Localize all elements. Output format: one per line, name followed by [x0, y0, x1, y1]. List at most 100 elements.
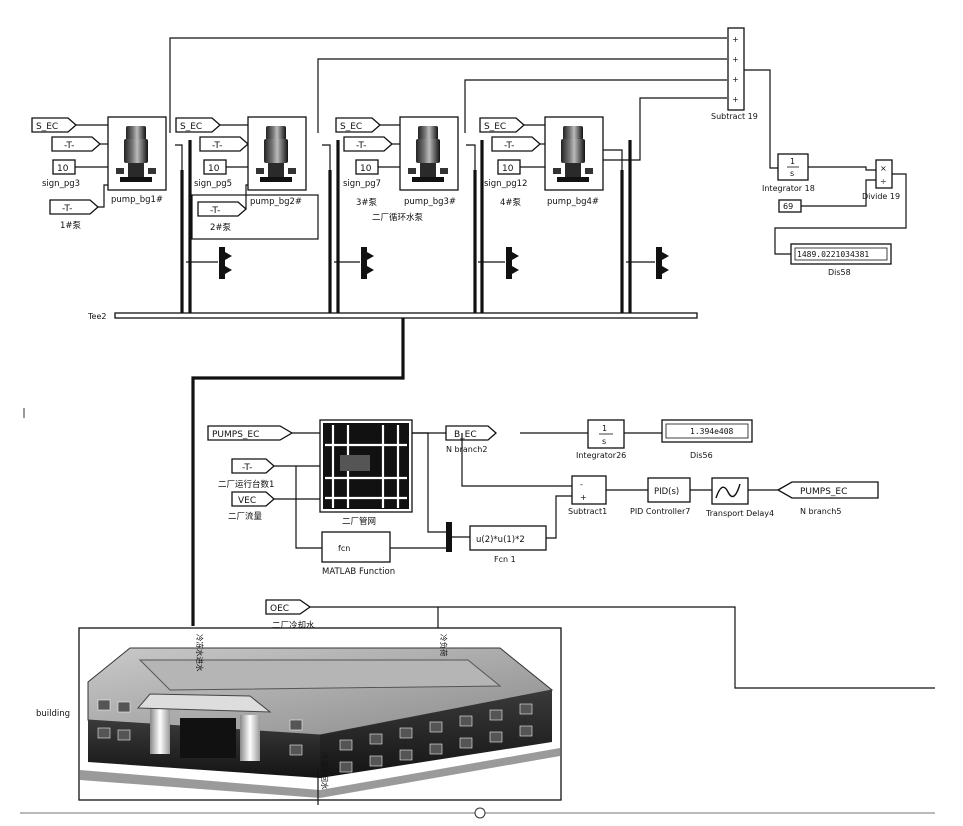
mux-block[interactable] — [446, 522, 452, 552]
svg-text:-: - — [580, 480, 583, 489]
svg-text:PUMPS_EC: PUMPS_EC — [212, 430, 259, 440]
svg-text:PUMPS_EC: PUMPS_EC — [800, 487, 847, 497]
divide19-block[interactable]: × ÷ Divide 19 — [862, 159, 900, 201]
const-69-block[interactable]: 69 — [778, 199, 802, 213]
svg-text:-T-: -T- — [64, 141, 74, 151]
svg-text:S_EC: S_EC — [36, 122, 58, 132]
goto-b-ec[interactable]: B_EC N branch2 — [445, 425, 497, 454]
svg-text:-T-: -T- — [504, 141, 514, 151]
const-10-3[interactable]: 10 sign_pg7 3#泵 — [343, 159, 381, 208]
svg-text:10: 10 — [57, 164, 69, 174]
svg-text:+: + — [732, 95, 739, 104]
pipe-buses — [180, 140, 655, 316]
pump-label-2: 2#泵 — [210, 223, 232, 233]
svg-text:pump_bg1#: pump_bg1# — [111, 195, 163, 205]
pump-block-3[interactable]: pump_bg3# 二厂循环水泵 — [372, 116, 459, 223]
goto-t-2b[interactable]: -T- 2#泵 — [197, 201, 247, 233]
const-10-1[interactable]: 10 sign_pg3 — [42, 159, 80, 189]
building-block[interactable]: building 冷冻水进水 冷负荷 冷冻水回水 — [36, 627, 562, 801]
svg-text:S_EC: S_EC — [340, 122, 362, 132]
pump-block-1[interactable]: pump_bg1# — [107, 116, 167, 205]
svg-text:10: 10 — [502, 164, 514, 174]
display-56[interactable]: 1.394e408 Dis56 — [661, 419, 753, 460]
goto-t-1b[interactable]: -T- 1#泵 — [49, 199, 99, 231]
transport-delay-block[interactable]: Transport Delay4 — [705, 477, 774, 518]
goto-s-ec-4[interactable]: S_EC — [479, 117, 525, 133]
fcn-block[interactable]: u(2)*u(1)*2 Fcn 1 — [469, 525, 547, 564]
svg-text:S_EC: S_EC — [484, 122, 506, 132]
scrollbar-thumb[interactable] — [474, 807, 486, 819]
goto-s-ec-2[interactable]: S_EC — [175, 117, 221, 133]
svg-text:Subtract 19: Subtract 19 — [711, 112, 758, 121]
svg-text:B_EC: B_EC — [454, 430, 477, 440]
sensor-1[interactable] — [219, 247, 232, 279]
pipe-network-subsystem[interactable]: 二厂管网 — [319, 419, 413, 527]
svg-text:s: s — [602, 437, 606, 446]
svg-text:MATLAB Function: MATLAB Function — [322, 567, 395, 577]
goto-s-ec-3[interactable]: S_EC — [335, 117, 381, 133]
goto-vec[interactable]: VEC 二厂流量 — [228, 491, 275, 522]
subtract19-block[interactable]: + + + + Subtract 19 — [711, 27, 758, 121]
svg-text:-T-: -T- — [242, 463, 252, 473]
goto-pumps-ec[interactable]: PUMPS_EC — [207, 425, 294, 441]
sign-label-4: sign_pg12 — [484, 179, 527, 189]
svg-text:1489.0221034381: 1489.0221034381 — [797, 250, 869, 259]
svg-text:fcn: fcn — [338, 544, 350, 553]
svg-text:÷: ÷ — [880, 177, 887, 186]
pump-row-inputs: S_EC -T- 10 sign_pg3 -T- 1#泵 S_EC -T- — [31, 117, 545, 240]
pump-label-4: 4#泵 — [500, 198, 522, 208]
goto-t-4[interactable]: -T- — [491, 136, 541, 152]
svg-text:10: 10 — [360, 164, 372, 174]
integrator26-block[interactable]: 1 s Integrator26 — [576, 419, 626, 460]
svg-text:PID Controller7: PID Controller7 — [630, 507, 690, 516]
svg-text:-T-: -T- — [62, 204, 72, 214]
integrator18-block[interactable]: 1 s Integrator 18 — [762, 153, 815, 193]
tee2-header[interactable]: Tee2 — [87, 312, 698, 321]
goto-t-2[interactable]: -T- — [199, 136, 249, 152]
goto-t-1[interactable]: -T- — [51, 136, 101, 152]
sign-label-1: sign_pg3 — [42, 179, 80, 189]
running-count-label: 二厂运行台数1 — [218, 479, 274, 490]
sensor-4[interactable] — [656, 247, 669, 279]
building-port-out: 冷冻水回水 — [320, 752, 330, 790]
svg-text:+: + — [732, 75, 739, 84]
pump-block-4[interactable]: pump_bg4# — [544, 116, 604, 207]
subtract1-block[interactable]: - + Subtract1 — [568, 475, 607, 516]
horizontal-scrollbar[interactable] — [20, 807, 935, 819]
matlab-function-block[interactable]: fcn MATLAB Function — [321, 531, 395, 577]
pump-block-2[interactable]: pump_bg2# — [247, 116, 307, 207]
pid-controller-block[interactable]: PID(s) PID Controller7 — [630, 477, 691, 516]
goto-t-3[interactable]: -T- — [343, 136, 393, 152]
sign-label-3: sign_pg7 — [343, 179, 381, 189]
feedback-wires — [169, 37, 727, 170]
svg-text:Subtract1: Subtract1 — [568, 507, 607, 516]
svg-text:VEC: VEC — [238, 496, 256, 506]
svg-text:pump_bg4#: pump_bg4# — [547, 197, 599, 207]
svg-text:OEC: OEC — [270, 604, 289, 614]
svg-text:-T-: -T- — [210, 206, 220, 216]
svg-text:Integrator26: Integrator26 — [576, 451, 626, 460]
building-port-in: 冷冻水进水 — [195, 634, 205, 672]
flow-label: 二厂流量 — [228, 511, 263, 522]
const-10-4[interactable]: 10 sign_pg12 4#泵 — [484, 159, 527, 208]
svg-text:10: 10 — [208, 164, 220, 174]
building-port-load: 冷负荷 — [439, 634, 449, 657]
svg-text:Dis56: Dis56 — [690, 451, 713, 460]
goto-t-5[interactable]: -T- 二厂运行台数1 — [218, 458, 275, 490]
sensor-3[interactable] — [506, 247, 519, 279]
display-58[interactable]: 1489.0221034381 Dis58 — [790, 243, 892, 277]
svg-text:×: × — [880, 164, 887, 173]
cooling-label: 二厂冷却水 — [272, 620, 315, 631]
svg-text:Divide 19: Divide 19 — [862, 192, 900, 201]
svg-text:1: 1 — [602, 424, 607, 433]
goto-oec[interactable]: OEC 二厂冷却水 — [265, 599, 315, 631]
sign-label-2: sign_pg5 — [194, 179, 232, 189]
goto-pumps-ec-out[interactable]: PUMPS_EC N branch5 — [776, 481, 879, 516]
goto-s-ec-1[interactable]: S_EC — [31, 117, 77, 133]
sensor-2[interactable] — [361, 247, 374, 279]
svg-text:Integrator 18: Integrator 18 — [762, 184, 815, 193]
svg-text:-T-: -T- — [356, 141, 366, 151]
svg-text:Tee2: Tee2 — [87, 312, 106, 321]
const-10-2[interactable]: 10 sign_pg5 — [194, 159, 232, 189]
plant-label: 二厂管网 — [342, 516, 376, 527]
